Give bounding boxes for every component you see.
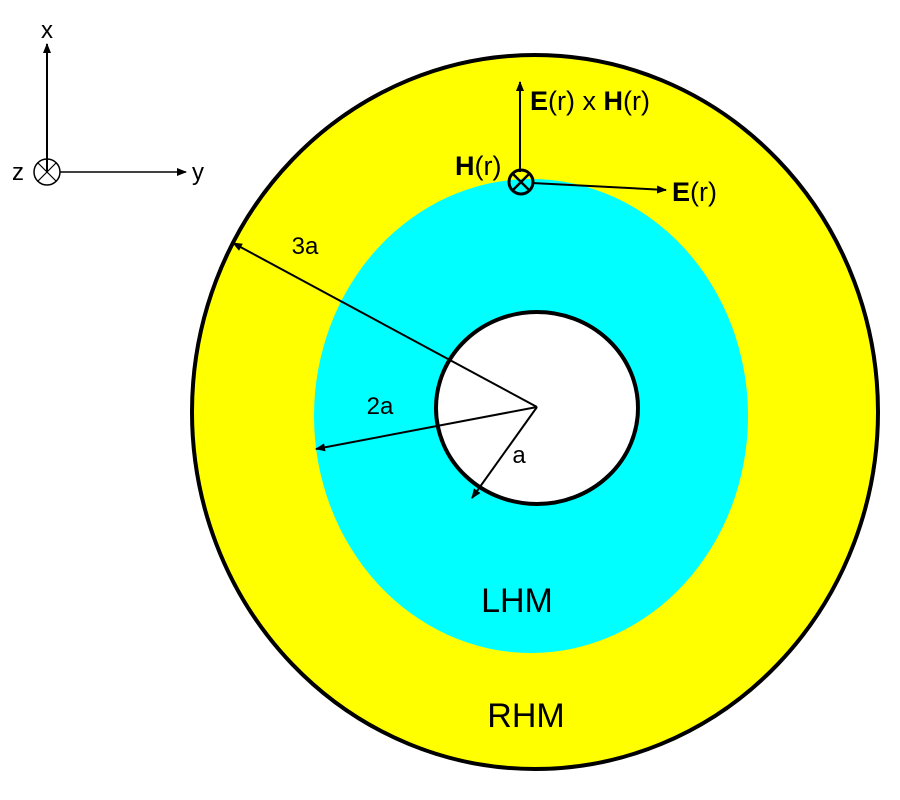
h-field-label: H(r) [455, 151, 501, 181]
poynting-vector-label: E(r) x H(r) [530, 86, 650, 116]
e-field-label: E(r) [672, 177, 717, 207]
z-into-page-icon [33, 158, 61, 186]
coordinate-axes: x y z [12, 17, 204, 186]
rhm-label: RHM [487, 697, 564, 735]
z-axis-label: z [12, 159, 24, 186]
radius-2a-label: 2a [367, 393, 394, 420]
radius-a-arrow [471, 406, 538, 499]
x-axis-label: x [41, 17, 53, 44]
radius-2a-arrow [315, 406, 538, 452]
radius-3a-label: 3a [292, 233, 319, 260]
radius-a-label: a [512, 442, 526, 469]
y-axis-label: y [192, 159, 204, 186]
h-field-into-page-icon [507, 168, 535, 196]
lhm-label: LHM [481, 582, 553, 620]
radius-3a-arrow [232, 242, 538, 408]
e-field-arrow [531, 182, 667, 194]
